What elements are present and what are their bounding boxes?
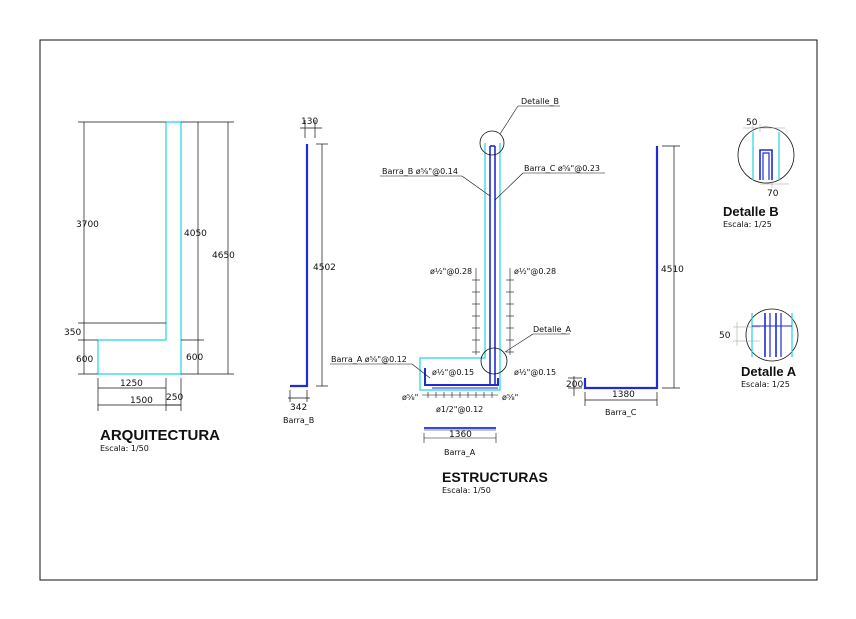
barra-c-name: Barra_C	[605, 408, 637, 417]
detalle-b-scale: Escala: 1/25	[723, 220, 772, 229]
detalle-a-leader-label: Detalle_A	[533, 325, 571, 334]
right-015-spec: ø½"@0.15	[514, 368, 556, 377]
detalle-b-dim-70: 70	[767, 189, 779, 199]
dim-350: 350	[64, 328, 81, 338]
estructuras-drawing	[330, 105, 605, 443]
arquitectura-dimensions	[78, 121, 234, 411]
left-015-spec: ø½"@0.15	[432, 368, 474, 377]
arquitectura-title: ARQUITECTURA	[100, 427, 220, 444]
detalle-b-marker	[479, 130, 505, 156]
estructuras-title: ESTRUCTURAS	[442, 469, 548, 485]
barra-b-bar	[290, 144, 309, 388]
barra-a-name: Barra_A	[444, 448, 476, 457]
barra-c-length-dim: 1380	[612, 390, 635, 400]
rebar-barra-a	[424, 368, 499, 386]
dim-250: 250	[166, 393, 183, 403]
distribution-bars	[422, 268, 514, 398]
foot-main-spec: ø1/2"@0.12	[436, 405, 483, 414]
sheet-border	[39, 39, 818, 581]
dim-600-left: 600	[76, 355, 93, 365]
detalle-b-title: Detalle B	[723, 204, 779, 219]
detalle-b-leader-label: Detalle_B	[521, 97, 559, 106]
dim-4050: 4050	[184, 229, 207, 239]
detalle-b-dim-50: 50	[746, 118, 758, 128]
barra-b-name: Barra_B	[283, 416, 314, 425]
wall-outline	[97, 121, 182, 375]
barra-b-drawing: 130 4502 342 Barra_B	[283, 117, 336, 425]
estructuras-labels: Detalle_B Barra_B ø⅝"@0.14 Barra_C ø⅝"@0…	[331, 97, 600, 495]
dim-600-right: 600	[186, 353, 203, 363]
dim-1250: 1250	[120, 379, 143, 389]
dim-3700: 3700	[76, 220, 99, 230]
barra-c-spec: Barra_C ø⅝"@0.23	[524, 164, 600, 173]
detalle-b-drawing: 50 70 Detalle B Escala: 1/25	[723, 118, 795, 229]
foot-right-spec: ø⅝"	[502, 393, 518, 402]
barra-a-length-dim: 1360	[449, 430, 472, 440]
detalle-a-marker	[480, 347, 508, 375]
left-028-spec: ø½"@0.28	[430, 267, 472, 276]
detalle-a-scale: Escala: 1/25	[741, 380, 790, 389]
barra-b-foot-dim: 342	[290, 403, 307, 413]
barra-b-top-dim: 130	[301, 117, 318, 127]
detalle-a-drawing: 50 Detalle A Escala: 1/25	[719, 308, 799, 389]
dim-4650: 4650	[212, 251, 235, 261]
arquitectura-labels: 3700 350 600 4050 600 4650 1250 1500 250…	[64, 220, 235, 453]
estructuras-scale: Escala: 1/50	[442, 486, 491, 495]
dim-1500: 1500	[130, 396, 153, 406]
barra-c-bar	[583, 146, 659, 390]
foot-left-spec: ø⅝"	[402, 393, 418, 402]
barra-a-spec: Barra_A ø⅝"@0.12	[331, 355, 407, 364]
detalle-a-title: Detalle A	[741, 364, 797, 379]
right-028-spec: ø½"@0.28	[514, 267, 556, 276]
arquitectura-drawing	[97, 121, 182, 375]
barra-c-height-dim: 4510	[661, 265, 684, 275]
barra-b-spec: Barra_B ø⅝"@0.14	[382, 167, 458, 176]
arquitectura-scale: Escala: 1/50	[100, 444, 149, 453]
barra-c-foot-dim: 200	[566, 380, 583, 390]
barra-b-height-dim: 4502	[313, 263, 336, 273]
detalle-a-dim-50: 50	[719, 331, 731, 341]
wall-section-outline	[419, 143, 501, 391]
barra-c-drawing: 4510 1380 200 Barra_C	[566, 145, 684, 417]
